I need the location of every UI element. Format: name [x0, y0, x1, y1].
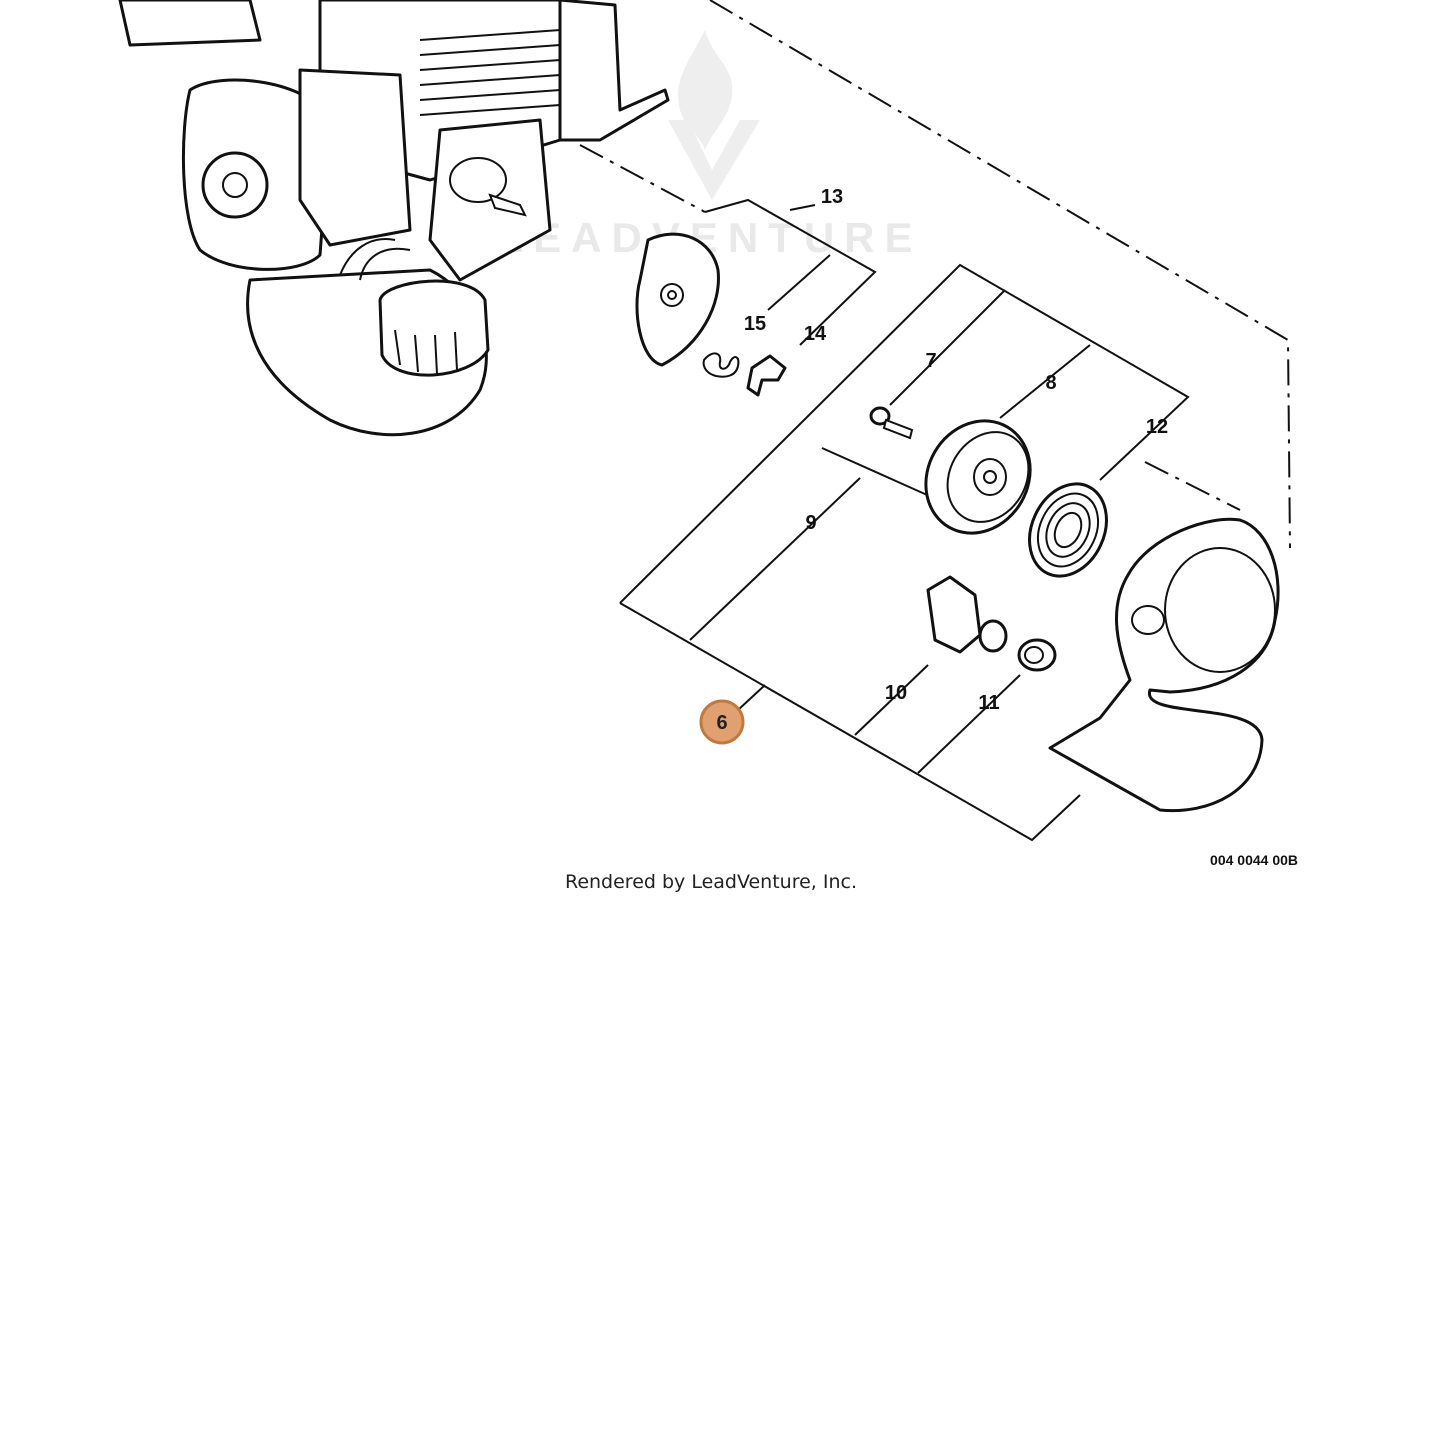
part-7-screw	[869, 406, 914, 440]
part-13-pawl-carrier	[635, 232, 720, 367]
callout-13[interactable]: 13	[821, 186, 843, 208]
callout-10[interactable]: 10	[885, 682, 907, 704]
callouts: 13 15 14 7 8 12 9 10 11	[744, 186, 1168, 714]
part-12-rewind-spring	[1028, 482, 1108, 578]
fan-housing	[1048, 517, 1280, 813]
part-9-rope	[821, 447, 946, 504]
part-15-spring	[702, 352, 740, 378]
callout-7[interactable]: 7	[925, 350, 936, 372]
drawing-code: 004 0044 00B	[1210, 852, 1298, 868]
part-8-rope-rotor	[924, 419, 1032, 535]
leadventure-flame-logo	[668, 30, 760, 200]
part-11-bushing	[1017, 638, 1057, 672]
callout-8[interactable]: 8	[1045, 372, 1056, 394]
cylinder-fins	[419, 29, 561, 116]
part-14-pawl	[746, 354, 787, 397]
callout-12[interactable]: 12	[1146, 416, 1168, 438]
engine-assembly	[118, 0, 670, 437]
credit-text: Rendered by LeadVenture, Inc.	[565, 871, 857, 893]
assembly-guides	[579, 0, 1291, 549]
part-10-starter-grip	[926, 575, 1008, 654]
hotspot-6[interactable]: 6	[699, 699, 745, 745]
callout-14[interactable]: 14	[804, 323, 827, 345]
group-frame-rotor	[619, 263, 1190, 842]
callout-11[interactable]: 11	[978, 692, 999, 714]
callout-9[interactable]: 9	[805, 512, 816, 534]
callout-15[interactable]: 15	[744, 313, 766, 335]
group-frame-pawl	[704, 198, 877, 346]
hotspot-6-circle[interactable]	[699, 699, 745, 745]
callout-6[interactable]: 6	[716, 712, 727, 734]
